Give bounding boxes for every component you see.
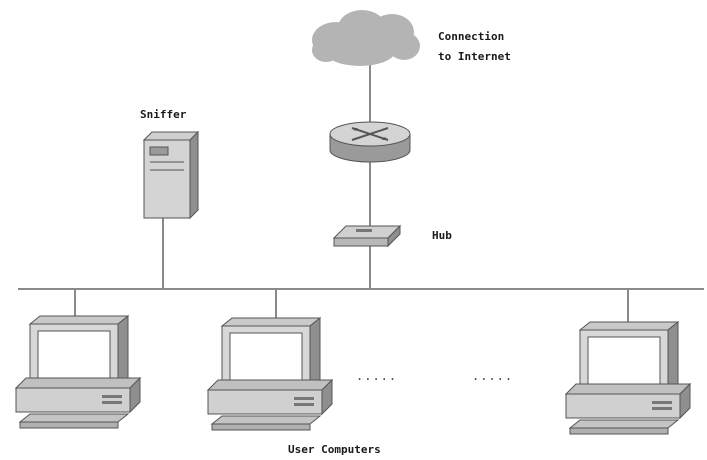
cloud-icon xyxy=(312,10,420,66)
server-icon xyxy=(142,130,200,220)
computer-icon xyxy=(565,321,691,435)
computer-icon xyxy=(207,317,333,431)
computer-icon xyxy=(15,315,141,429)
router-icon xyxy=(329,121,411,163)
internet-label-line2: to Internet xyxy=(438,50,511,63)
hub-label: Hub xyxy=(432,229,452,242)
sniffer-label: Sniffer xyxy=(140,108,187,121)
ellipsis-right: ..... xyxy=(472,369,513,383)
ellipsis-left: ..... xyxy=(356,369,397,383)
user-computers-label: User Computers xyxy=(288,443,381,456)
hub-icon xyxy=(332,224,402,248)
internet-label-line1: Connection xyxy=(438,30,504,43)
